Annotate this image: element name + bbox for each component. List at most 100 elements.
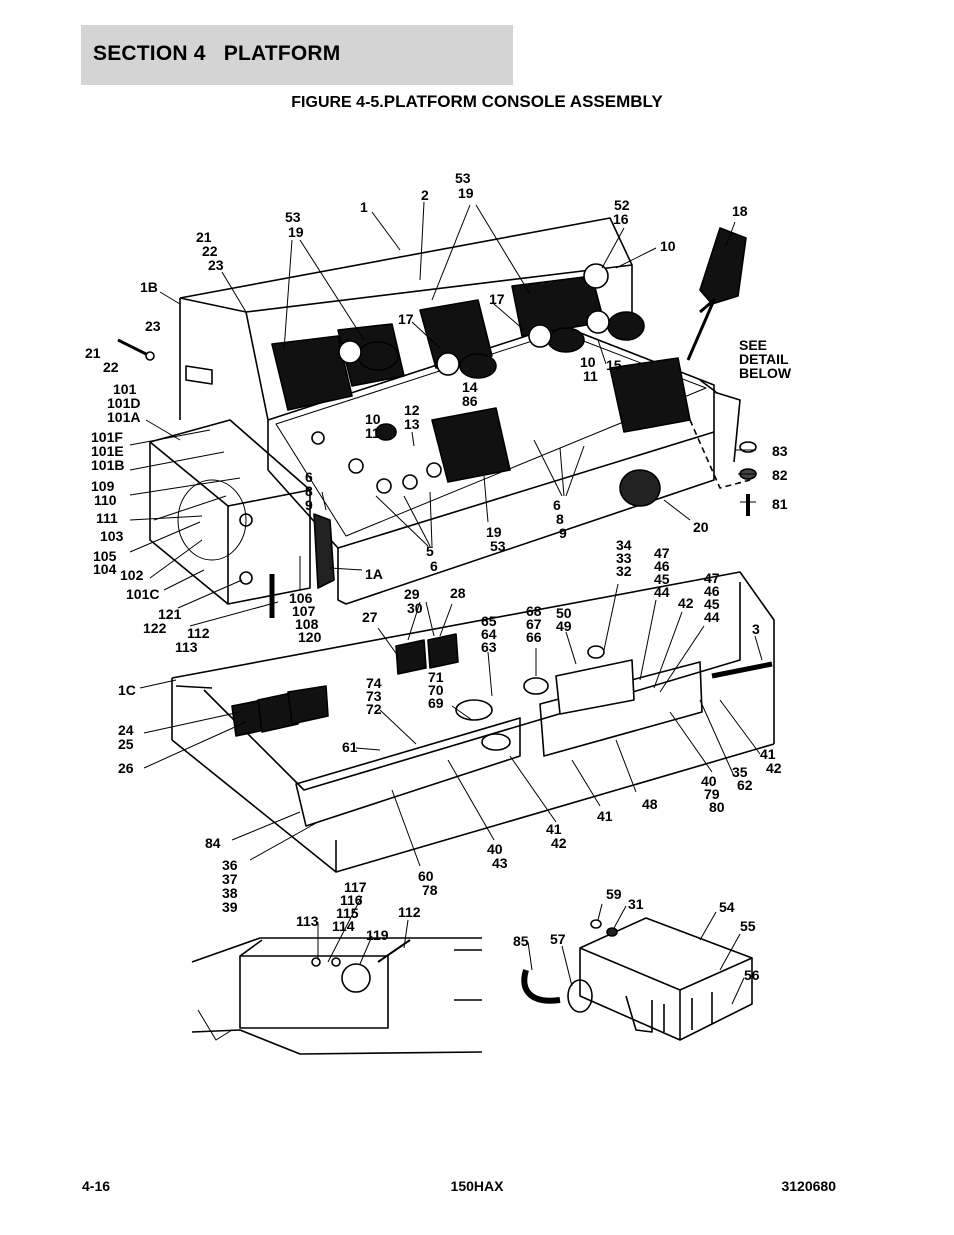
callout: 85 [513,933,529,949]
page-number: 4-16 [82,1178,111,1194]
callout: 84 [205,835,221,851]
callout: 26 [118,760,134,776]
callout: 39 [222,899,238,915]
callout: 45 [654,571,670,587]
callout: 8 [305,483,313,499]
callout: 66 [526,629,542,645]
callout: SEE [739,337,767,353]
callout: 10 [660,238,676,254]
callout: 53 [490,538,506,554]
callout: 120 [298,629,322,645]
callout: 115 [336,905,359,921]
callout: 117 [344,879,367,895]
callout: 82 [772,467,788,483]
callout: 62 [737,777,753,793]
callout: 71 [428,669,444,685]
callout: 103 [100,528,124,544]
callout: 57 [550,931,566,947]
callout: 54 [719,899,735,915]
callout: 48 [642,796,658,812]
callout: 110 [94,492,117,508]
callout: 13 [404,416,420,432]
section-title: SECTION 4 PLATFORM [93,42,340,66]
callout: 101 [113,381,137,397]
callout: 55 [740,918,756,934]
callout: 46 [654,558,670,574]
callout: 2 [421,187,429,203]
callout: 34 [616,537,632,553]
callout: 122 [143,620,167,636]
section-header-band [81,25,513,85]
callout: 27 [362,609,378,625]
callout: 107 [292,603,316,619]
callout: 42 [766,760,782,776]
callout: 70 [428,682,444,698]
callout: 6 [305,469,313,485]
callout: 24 [118,722,134,738]
callout: 36 [222,857,238,873]
callout: 83 [772,443,788,459]
callout: 114 [332,918,355,934]
callout: 21 [196,229,212,245]
callout: 18 [732,203,748,219]
callout: 20 [693,519,709,535]
callout: 52 [614,197,630,213]
callout: 19 [486,524,502,540]
callout: 112 [398,904,421,920]
callout: 1C [118,682,136,698]
callout: 53 [455,170,471,186]
callout: 9 [305,497,313,513]
callout: 42 [551,835,567,851]
callout: 45 [704,596,720,612]
callout: 35 [732,764,748,780]
callout: 81 [772,496,788,512]
callout: 86 [462,393,478,409]
callout: 30 [407,600,423,616]
callout: 1 [360,199,368,215]
callout: 21 [85,345,101,361]
callout: 10 [365,411,381,427]
callout: 3 [752,621,760,637]
svg-text:689: 689 [553,497,567,541]
callout: 60 [418,868,434,884]
callout: 101E [91,443,124,459]
callout: 42 [678,595,694,611]
callout: 11 [365,425,380,441]
callout: 9 [559,525,567,541]
callout: 17 [398,311,414,327]
callout: 47 [654,545,670,561]
callout: 5 [426,543,434,559]
figure-title: PLATFORM CONSOLE ASSEMBLY [383,92,663,111]
section-number: SECTION 4 [93,42,206,65]
callout: 43 [492,855,508,871]
callout: BELOW [739,365,792,381]
callout: 112 [187,625,210,641]
callout: 14 [462,379,478,395]
callout: 23 [208,257,224,273]
callout: 1B [140,279,158,295]
callout: 33 [616,550,632,566]
callout: 46 [704,583,720,599]
svg-text:689: 689 [305,469,313,513]
callout: 79 [704,786,720,802]
